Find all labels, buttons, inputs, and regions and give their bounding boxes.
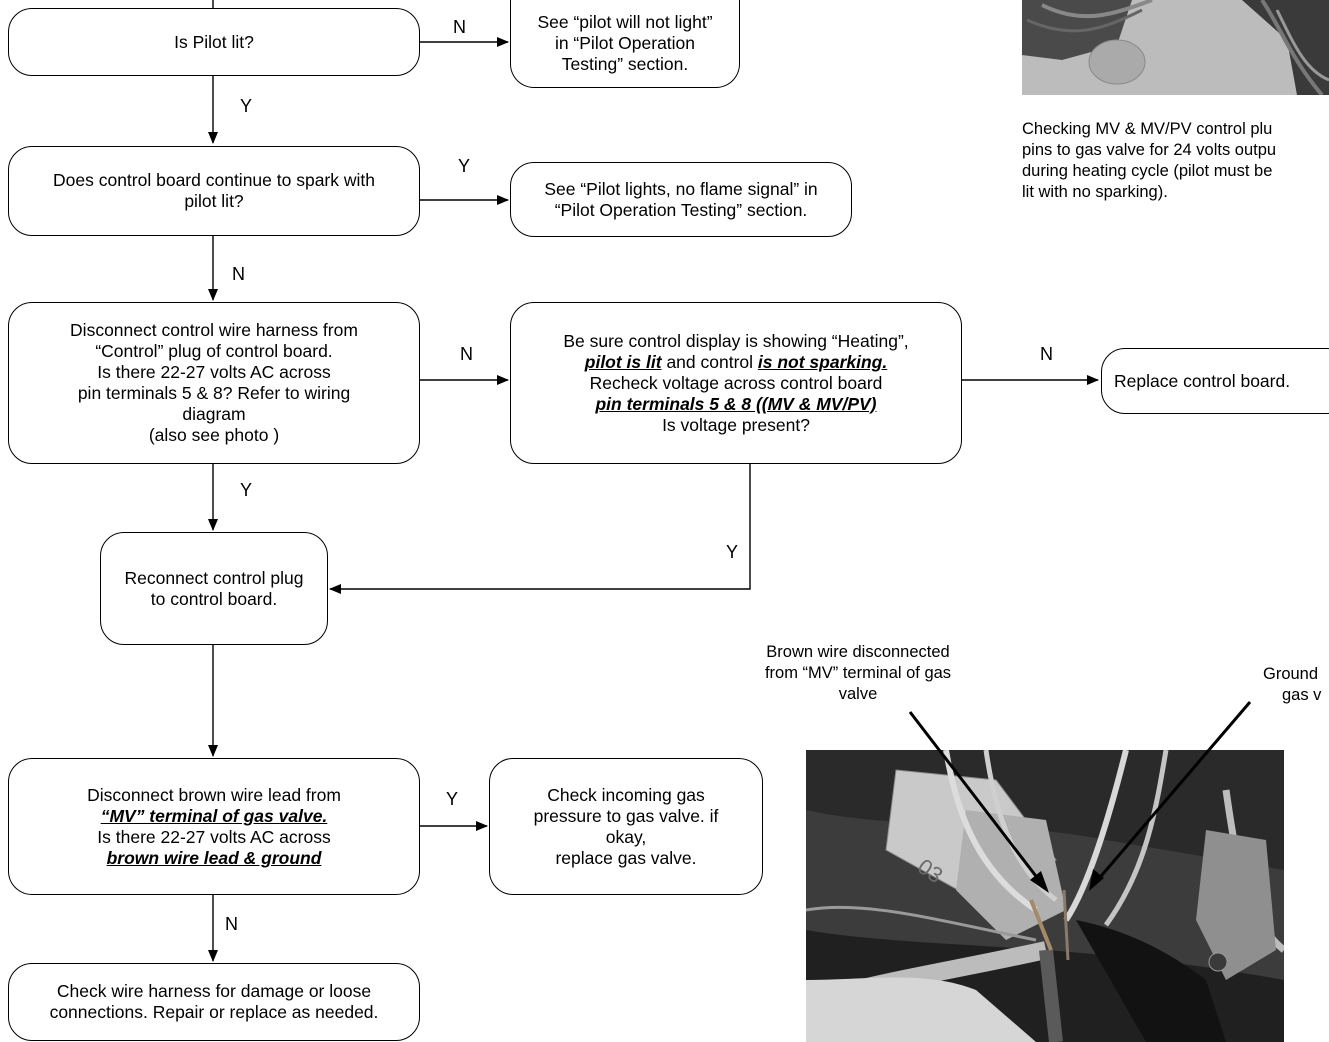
edge-label-y: Y [240,480,253,500]
node-text: (also see photo ) [148,425,280,445]
node-text-mixed: pilot is lit and control is not sparking… [585,352,887,373]
node-text: replace gas valve. [555,847,697,868]
edge-label-y: Y [458,156,471,176]
node-text: Testing” section. [561,54,689,74]
node-text: Check wire harness for damage or loose [56,981,372,1001]
node-text: Disconnect control wire harness from [70,320,358,340]
action-check-wire-harness: Check wire harness for damage or loose c… [8,963,420,1041]
caption-line: pins to gas valve for 24 volts outpu [1022,141,1277,159]
node-text: Is Pilot lit? [174,31,254,52]
node-text: Check incoming gas [547,784,705,805]
edge-label-y: Y [726,542,739,562]
node-text: pin terminals 5 & 8? Refer to wiring [77,383,351,403]
photo-caption-brown-wire: Brown wire disconnected from “MV” termin… [740,642,976,705]
edge-label-n: N [225,914,238,934]
node-text: Is there 22-27 volts AC across [97,826,331,847]
edge-label-n: N [1040,344,1053,364]
node-text: Replace control board. [1114,370,1291,391]
caption-line: valve [838,685,878,703]
photo-caption-top: Checking MV & MV/PV control plu pins to … [1022,119,1276,203]
node-text: diagram [182,404,246,424]
emphasis-text: pilot is lit [584,351,662,372]
caption-line: during heating cycle (pilot must be [1022,162,1273,180]
node-text: pressure to gas valve. if [533,805,719,826]
caption-line: from “MV” terminal of gas [764,664,952,682]
caption-line: gas v [1282,686,1322,704]
decision-pilot-lit: Is Pilot lit? [8,8,420,76]
emphasis-text: is not sparking. [757,351,888,372]
node-text: Is there 22-27 volts AC across [97,362,331,382]
node-text: pilot lit? [184,191,244,211]
decision-continue-spark: Does control board continue to spark wit… [8,146,420,236]
caption-line: lit with no sparking). [1022,183,1168,201]
node-text: in “Pilot Operation [554,33,696,53]
photo-caption-ground: Ground gas v [1263,664,1321,706]
node-text: Does control board continue to spark wit… [53,170,375,190]
edge-label-y: Y [446,789,459,809]
emphasis-text: pin terminals 5 & 8 ((MV & MV/PV) [595,393,877,414]
node-text: Be sure control display is showing “Heat… [563,330,909,351]
action-reconnect-plug: Reconnect control plug to control board. [100,532,328,645]
node-text: to control board. [150,588,278,609]
node-text: Is voltage present? [662,414,810,435]
edge-label-n: N [453,17,466,37]
edge-label-n: N [460,344,473,364]
node-text: Reconnect control plug [124,567,304,588]
action-pilot-will-not-light: See “pilot will not light” in “Pilot Ope… [510,0,740,88]
emphasis-text: “MV” terminal of gas valve. [100,805,328,826]
caption-line: Brown wire disconnected [766,643,950,661]
node-text: Recheck voltage across control board [589,372,883,393]
node-text: and control [661,351,758,372]
node-text: “Pilot Operation Testing” section. [554,199,808,220]
edge-label-n: N [232,264,245,284]
gas-valve-photo: 03 [806,750,1284,1042]
node-text: “Control” plug of control board. [95,341,333,361]
node-text: connections. Repair or replace as needed… [49,1002,379,1022]
decision-disconnect-brown-wire: Disconnect brown wire lead from “MV” ter… [8,758,420,895]
decision-recheck-voltage: Be sure control display is showing “Heat… [510,302,962,464]
emphasis-text: brown wire lead & ground [106,847,322,868]
decision-disconnect-harness: Disconnect control wire harness from “Co… [8,302,420,464]
control-board-photo [1022,0,1329,95]
caption-line: Checking MV & MV/PV control plu [1022,120,1273,138]
action-check-gas-pressure: Check incoming gas pressure to gas valve… [489,758,763,895]
node-text: See “pilot will not light” [537,12,713,32]
node-text: okay, [605,826,647,847]
node-text: Disconnect brown wire lead from [87,784,341,805]
action-replace-control-board: Replace control board. [1101,348,1329,414]
edge-label-y: Y [240,96,253,116]
node-text: See “Pilot lights, no flame signal” in [544,178,818,199]
caption-line: Ground [1263,665,1319,683]
action-no-flame-signal: See “Pilot lights, no flame signal” in “… [510,162,852,237]
